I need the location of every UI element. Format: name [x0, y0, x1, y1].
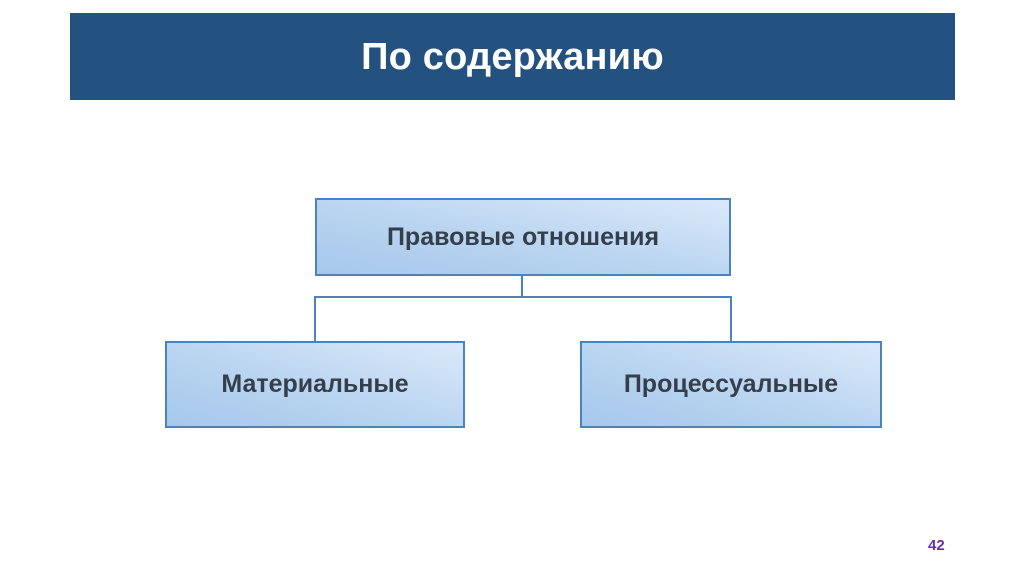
page-title: По содержанию [361, 35, 664, 78]
diagram-node-material: Материальные [165, 341, 465, 428]
diagram-node-material-label: Материальные [221, 370, 409, 398]
slide-title-banner: По содержанию [70, 13, 955, 100]
diagram-node-procedural-label: Процессуальные [623, 370, 839, 398]
slide-number: 42 [928, 537, 945, 554]
connector-right-stem [730, 296, 732, 342]
diagram-node-procedural: Процессуальные [580, 341, 882, 428]
connector-horizontal-bus [314, 296, 732, 298]
connector-root-stem [521, 276, 523, 298]
diagram-node-root: Правовые отношения [315, 198, 731, 276]
diagram-node-root-label: Правовые отношения [386, 222, 660, 251]
connector-left-stem [314, 296, 316, 342]
